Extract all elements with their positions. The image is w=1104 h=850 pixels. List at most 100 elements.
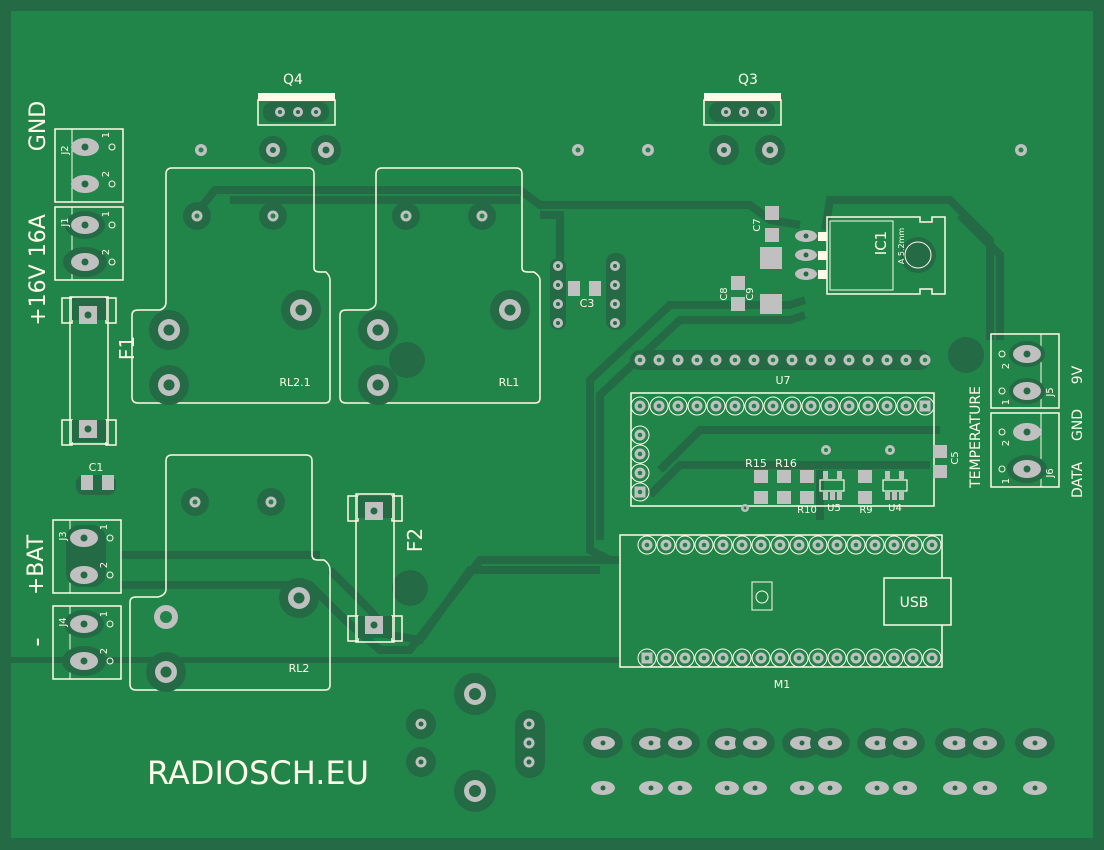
r15-label: R15 <box>745 457 767 470</box>
pad-hole <box>1032 785 1038 791</box>
capacitor-c3: C3 <box>550 253 626 330</box>
pin-outline <box>846 648 866 668</box>
pin-outline <box>884 535 904 555</box>
pin-hole <box>827 357 833 363</box>
pin-hole <box>884 403 890 409</box>
pin-outline <box>858 396 878 416</box>
f2-label: F2 <box>403 528 427 552</box>
trace <box>596 311 807 540</box>
pin-hole <box>682 655 688 661</box>
rl21-outline <box>131 167 331 404</box>
pad-hole <box>724 785 730 791</box>
pin-hole <box>713 403 719 409</box>
pin-hole <box>808 403 814 409</box>
pin-hole <box>865 403 871 409</box>
f1-label: F1 <box>115 336 139 360</box>
pin-hole <box>637 432 643 438</box>
pin-label: 2 <box>1001 440 1012 446</box>
pad-hole <box>874 785 880 791</box>
rl1-outline <box>339 167 541 404</box>
pin-outline <box>827 648 847 668</box>
pin-hole <box>884 357 890 363</box>
battery-plus-label: +BAT <box>24 534 49 595</box>
pin-hole <box>637 470 643 476</box>
pad-hole <box>982 740 988 746</box>
pin-outline <box>903 535 923 555</box>
pin-outline <box>820 396 840 416</box>
c1-label: C1 <box>89 461 104 474</box>
pin-label: 1 <box>101 211 112 217</box>
gnd-label: GND <box>26 101 51 151</box>
pin-hole <box>929 655 935 661</box>
pin-outline <box>865 648 885 668</box>
pad-hole <box>952 740 958 746</box>
pin-outline <box>915 396 935 416</box>
pin-hole <box>739 542 745 548</box>
pin-hole <box>834 655 840 661</box>
pin-outline <box>656 535 676 555</box>
module-m1: USB M1 <box>619 534 952 691</box>
oval-pad-rows <box>583 728 1055 795</box>
pin-hole <box>789 403 795 409</box>
pin-outline <box>630 482 650 502</box>
pin-outline <box>725 396 745 416</box>
pin-outline <box>630 425 650 445</box>
trace <box>647 461 930 498</box>
pin-hole <box>834 542 840 548</box>
pin-hole <box>637 451 643 457</box>
pin-outline <box>656 648 676 668</box>
pad-hole <box>902 785 908 791</box>
pin-hole <box>872 655 878 661</box>
smd-parts: R15 R16 R10 U5 R9 U4 C5 <box>741 445 961 516</box>
pin-hole <box>846 403 852 409</box>
pin-outline <box>877 396 897 416</box>
rl21-label: RL2.1 <box>279 376 310 389</box>
bottom-pads <box>406 673 545 812</box>
pin-hole <box>770 403 776 409</box>
u7-label: U7 <box>775 374 790 387</box>
pin-outline <box>922 648 942 668</box>
pin-hole <box>872 542 878 548</box>
9v-label: 9V <box>1070 365 1086 384</box>
pin-outline <box>713 535 733 555</box>
pin-label: 1 <box>101 132 112 138</box>
pin-label: 1 <box>99 524 110 530</box>
pin-label: 2 <box>99 648 110 654</box>
u5-label: U5 <box>827 503 841 514</box>
pin-outline <box>789 648 809 668</box>
pin-outline <box>751 648 771 668</box>
pin-hole <box>751 357 757 363</box>
copper-pour <box>11 11 1093 838</box>
pin-hole <box>701 655 707 661</box>
pin-label: 1 <box>1001 399 1012 405</box>
rl2-outline <box>129 454 331 691</box>
pin-hole <box>777 542 783 548</box>
pin-label: 1 <box>1001 478 1012 484</box>
pin-hole <box>796 542 802 548</box>
rl21-power-pads <box>149 290 321 405</box>
pin-outline <box>630 463 650 483</box>
j2-ref: J2 <box>60 145 71 155</box>
pin-outline <box>789 535 809 555</box>
j4-ref: J4 <box>58 617 69 627</box>
pin-label: 2 <box>99 562 110 568</box>
r10-label: R10 <box>797 505 817 516</box>
trace <box>327 566 600 645</box>
pad-hole <box>677 740 683 746</box>
pin-hole <box>713 357 719 363</box>
rl2-pads <box>146 488 319 692</box>
pad-hole <box>799 785 805 791</box>
pin-outline <box>637 535 657 555</box>
pin-label: 2 <box>101 171 112 177</box>
pin-hole <box>732 403 738 409</box>
pad-hole <box>677 785 683 791</box>
regulator-section: C7 C8 C9 IC1 A 5.2mm <box>719 206 946 314</box>
pin-outline <box>675 535 695 555</box>
pin-hole <box>815 542 821 548</box>
pin-hole <box>758 655 764 661</box>
pin-hole <box>853 542 859 548</box>
pad-hole <box>752 740 758 746</box>
pin-label: 2 <box>101 249 112 255</box>
c5-label: C5 <box>950 451 961 464</box>
connector-j5-j6: 2 1 2 1 J5 J6 TEMPERATURE 9V GND DATA <box>968 333 1086 498</box>
